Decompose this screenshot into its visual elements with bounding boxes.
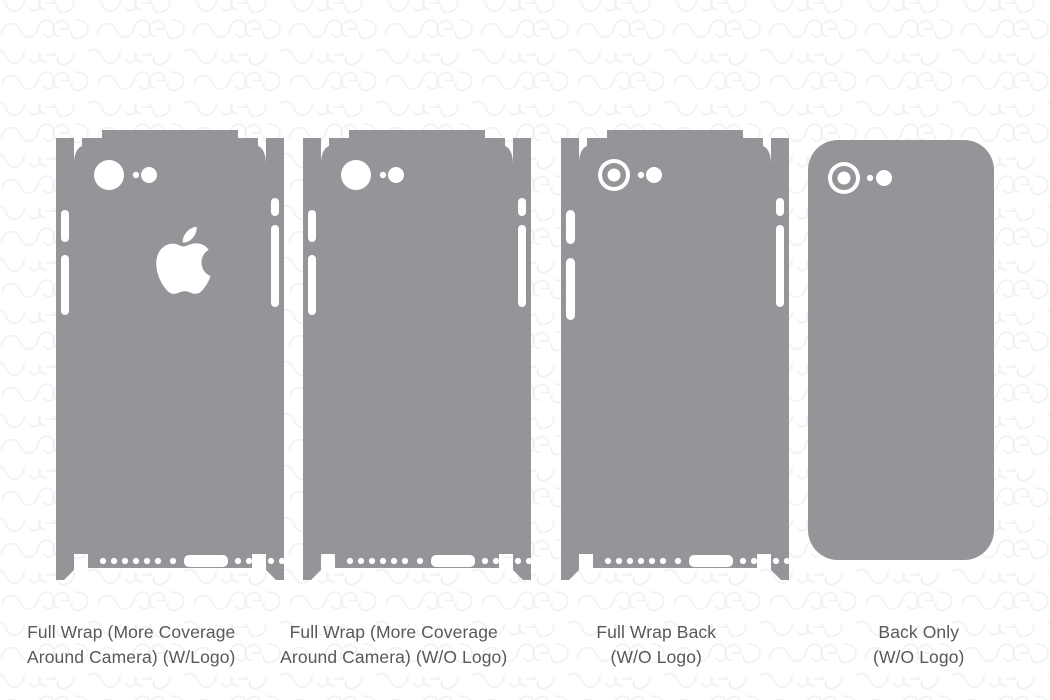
label-full-wrap-more-coverage-with-logo: Full Wrap (More Coverage Around Camera) … [0,618,263,688]
label-line-2: (W/O Logo) [873,647,965,667]
power-button-cutout [518,198,526,216]
label-line-1: Full Wrap (More Coverage [27,622,236,642]
label-line-1: Full Wrap (More Coverage [289,622,498,642]
template-full-wrap-more-coverage-no-logo[interactable] [303,130,544,580]
volume-down-cutout [518,225,526,307]
skin-body [561,130,789,580]
lightning-port-cutout [431,555,475,567]
label-line-2: Around Camera) (W/Logo) [27,647,236,667]
camera-cutout [828,162,860,194]
template-full-wrap-more-coverage-with-logo[interactable] [56,130,297,580]
camera-cutout [598,159,630,191]
volume-up-cutout [308,255,316,315]
label-line-2: (W/O Logo) [610,647,702,667]
microphone-cutout [637,171,645,179]
label-line-1: Back Only [878,622,960,642]
camera-cutout [94,160,124,190]
volume-up-cutout [61,255,69,315]
skin-body [56,130,284,580]
skin-body [808,140,994,560]
volume-down-cutout [776,225,784,307]
flash-cutout [876,170,892,186]
label-full-wrap-back-no-logo: Full Wrap Back (W/O Logo) [525,618,788,688]
flash-cutout [646,167,662,183]
lightning-port-cutout [689,555,733,567]
camera-cutout [341,160,371,190]
volume-down-cutout [271,225,279,307]
microphone-cutout [379,171,387,179]
label-line-2: Around Camera) (W/O Logo) [280,647,508,667]
flash-cutout [388,167,404,183]
power-button-cutout [776,198,784,216]
label-line-1: Full Wrap Back [596,622,717,642]
template-labels: Full Wrap (More Coverage Around Camera) … [0,618,1050,688]
volume-up-cutout [566,258,575,320]
microphone-cutout [866,174,874,182]
label-full-wrap-more-coverage-no-logo: Full Wrap (More Coverage Around Camera) … [263,618,526,688]
template-full-wrap-back-no-logo[interactable] [561,130,802,580]
mute-switch-cutout [566,210,575,244]
skin-body [303,130,531,580]
flash-cutout [141,167,157,183]
template-back-only-no-logo[interactable] [808,140,994,560]
mute-switch-cutout [61,210,69,242]
label-back-only-no-logo: Back Only (W/O Logo) [788,618,1050,688]
power-button-cutout [271,198,279,216]
microphone-cutout [132,171,140,179]
mute-switch-cutout [308,210,316,242]
lightning-port-cutout [184,555,228,567]
